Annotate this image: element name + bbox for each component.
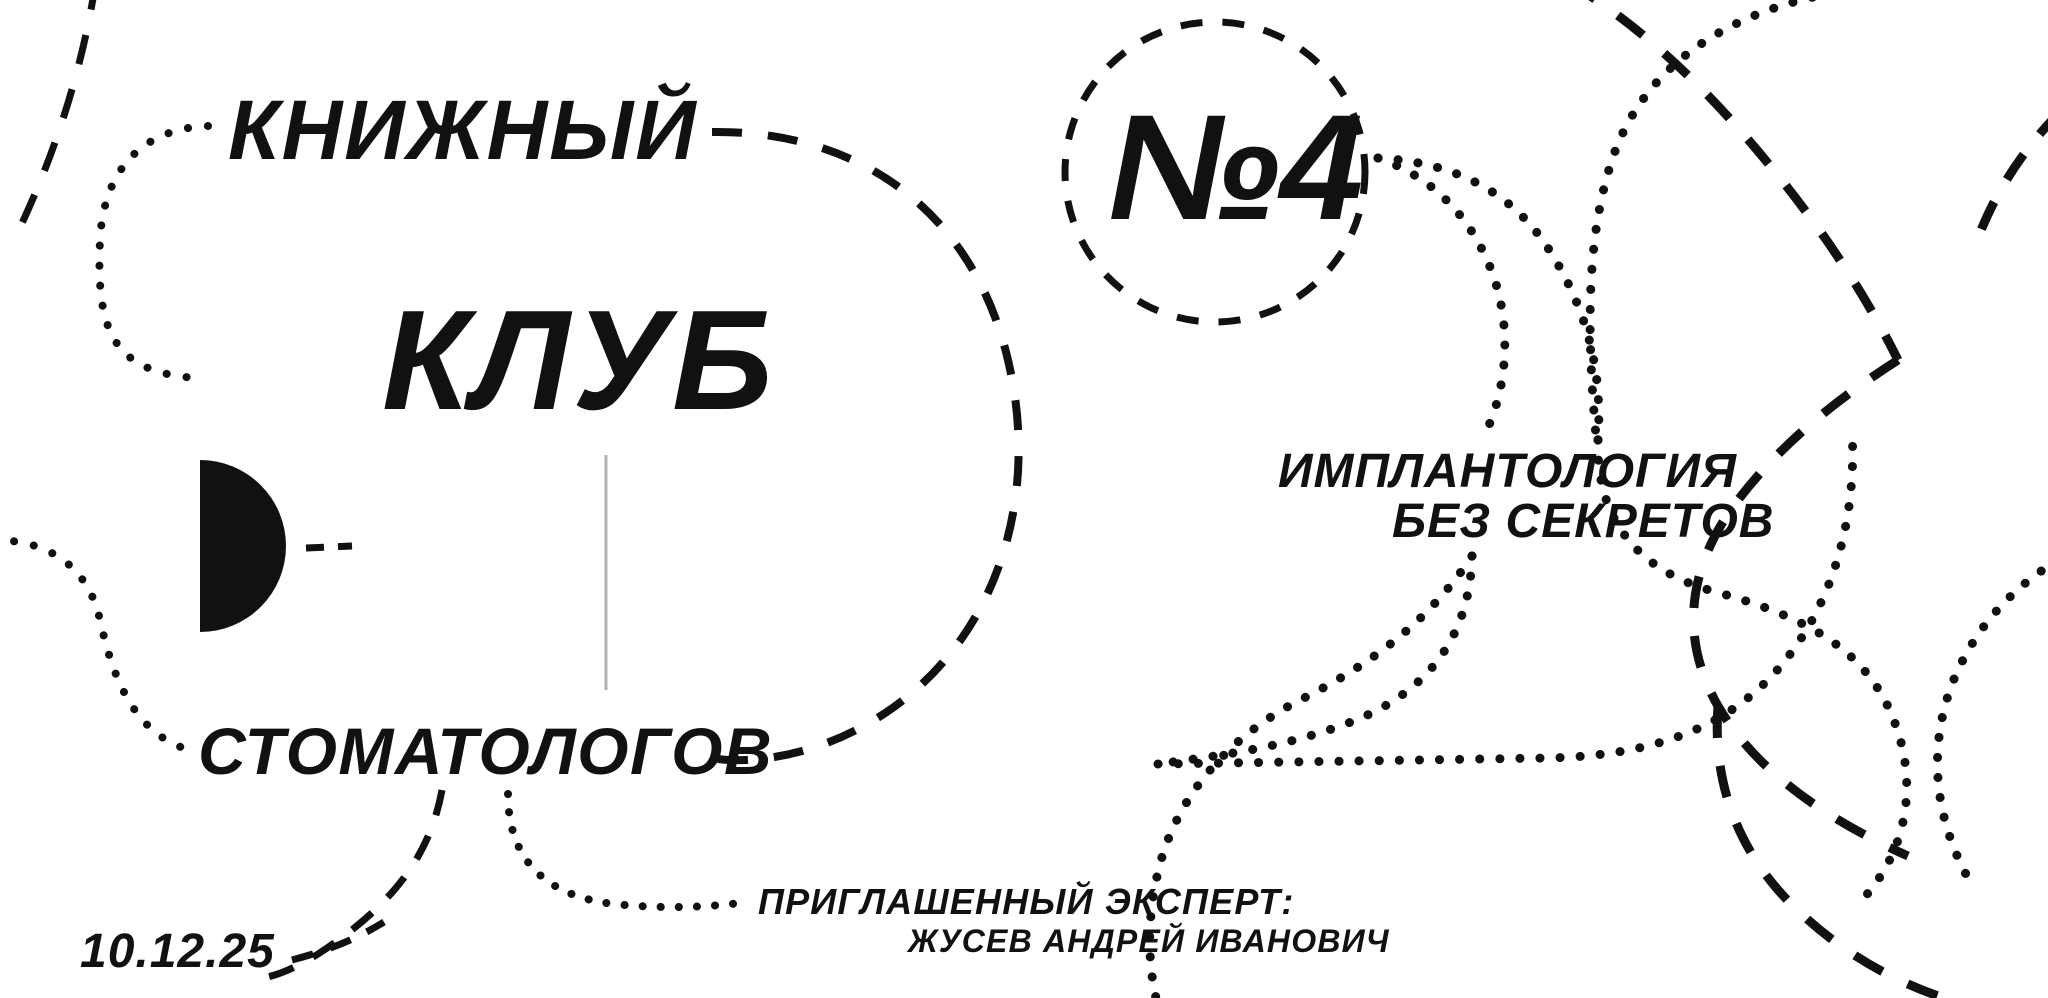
event-date: 10.12.25 xyxy=(80,925,275,978)
dashed-curve-below-headline xyxy=(261,789,446,982)
dotted-curve-bottom-right-corner xyxy=(1932,561,2048,883)
dashed-lobe-big-center xyxy=(711,127,1023,765)
dash-tick-after-date xyxy=(291,919,386,964)
dotted-curve-to-topic xyxy=(1153,551,1477,769)
topic-line-2: БЕЗ СЕКРЕТОВ xyxy=(1392,495,1775,548)
issue-number-badge: №4 xyxy=(1108,83,1364,251)
headline-line-3: СТОМАТОЛОГОВ xyxy=(198,714,774,788)
dashed-arc-top-right xyxy=(1588,0,1903,363)
headline-line-2: КЛУБ xyxy=(382,281,776,440)
dotted-curve-from-badge-right xyxy=(1373,153,1604,445)
dash-tick-beside-half-disc xyxy=(305,542,353,552)
dashed-arc-top-left-corner xyxy=(10,0,97,242)
dotted-curve-to-expert xyxy=(504,790,752,912)
dashed-arc-far-right-edge xyxy=(1973,117,2048,240)
dashed-lobe-right-lower xyxy=(1689,356,1910,861)
expert-name: ЖУСЕВ АНДРЕЙ ИВАНОВИЧ xyxy=(908,923,1390,959)
dashed-curve-bottom-center-right xyxy=(1712,705,1946,998)
dotted-c-curve-left xyxy=(95,122,212,382)
topic-line-1: ИМПЛАНТОЛОГИЯ xyxy=(1278,445,1738,498)
dotted-curve-over-top-right xyxy=(1585,0,1822,441)
dotted-hook-badge-to-topic xyxy=(1373,153,1510,441)
dotted-s-curve-lower-left xyxy=(0,536,202,756)
headline-line-1: КНИЖНЫЙ xyxy=(228,83,698,177)
half-disc-shape xyxy=(200,460,286,632)
expert-label: ПРИГЛАШЕННЫЙ ЭКСПЕРТ: xyxy=(758,881,1295,922)
